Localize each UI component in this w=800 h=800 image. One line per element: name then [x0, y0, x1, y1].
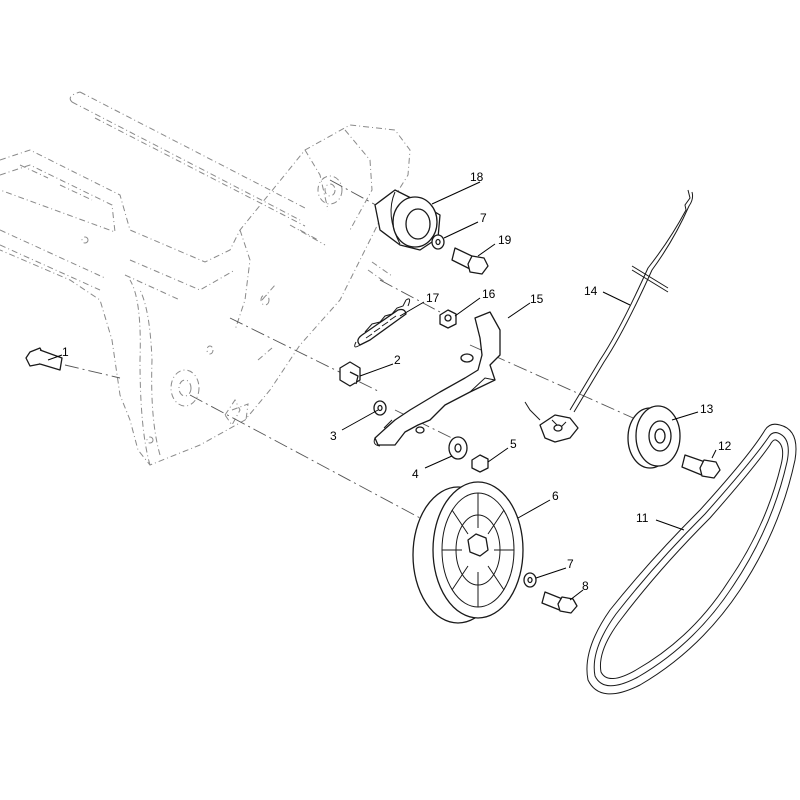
callout-leaders — [47, 181, 717, 601]
part-drive-belt-11 — [586, 423, 797, 695]
part-nut-16 — [439, 309, 457, 329]
part-drive-pulley-6 — [412, 481, 524, 624]
callout-6: 6 — [552, 489, 559, 503]
part-cable-14 — [524, 189, 694, 443]
part-washer-7-lower — [523, 572, 537, 588]
callout-8: 8 — [582, 579, 589, 593]
part-bolt-1 — [25, 347, 63, 371]
callout-labels: 1 2 3 4 5 6 7 7 8 11 12 13 14 15 16 17 1… — [62, 170, 732, 593]
callout-5: 5 — [510, 437, 517, 451]
callout-19: 19 — [498, 233, 512, 247]
part-bushing-18 — [374, 189, 441, 251]
part-spring-17 — [354, 298, 411, 348]
callout-3: 3 — [330, 429, 337, 443]
part-washer-3 — [373, 400, 387, 416]
part-bolt-19 — [451, 247, 489, 275]
part-idler-pulley-13 — [627, 405, 681, 469]
part-idler-arm-15 — [373, 311, 501, 447]
part-bolt-12 — [681, 454, 721, 479]
callout-18: 18 — [470, 170, 484, 184]
part-washer-7-upper — [431, 234, 445, 250]
callout-7-lower: 7 — [567, 557, 574, 571]
callout-16: 16 — [482, 287, 496, 301]
ghost-frame-housing — [0, 91, 411, 466]
callout-2: 2 — [394, 353, 401, 367]
assembly-axis-lines — [64, 179, 661, 551]
part-bolt-8 — [541, 591, 578, 614]
callout-11: 11 — [636, 511, 649, 525]
callout-1: 1 — [62, 345, 69, 359]
callout-14: 14 — [584, 284, 598, 298]
callout-13: 13 — [700, 402, 714, 416]
part-spacer-4 — [448, 436, 468, 460]
callout-7-upper: 7 — [480, 211, 487, 225]
callout-17: 17 — [426, 291, 440, 305]
callout-4: 4 — [412, 467, 419, 481]
part-bracket-2 — [339, 361, 361, 387]
callout-15: 15 — [530, 292, 544, 306]
callout-12: 12 — [718, 439, 732, 453]
part-nut-5 — [471, 454, 489, 473]
